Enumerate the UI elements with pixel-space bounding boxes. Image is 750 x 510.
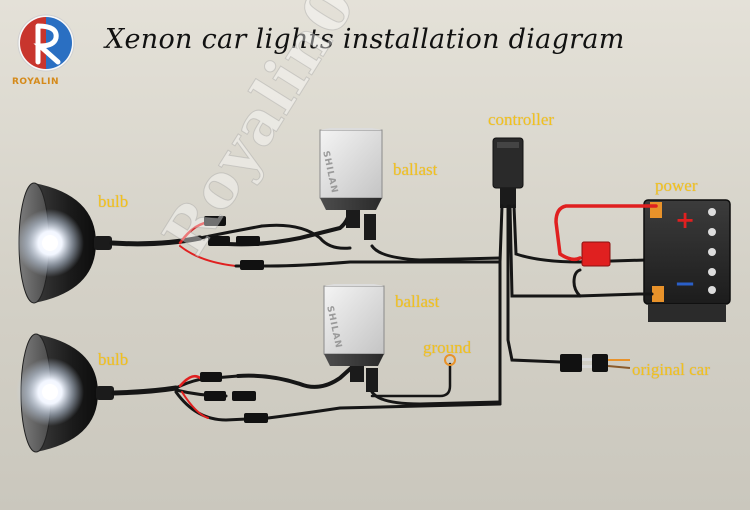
label-original-car: original car xyxy=(632,360,710,379)
wire-top-bulb-red2 xyxy=(179,245,237,267)
label-bulb-top: bulb xyxy=(98,192,129,211)
connector-top-1 xyxy=(204,216,226,226)
connector-bottom-3 xyxy=(232,391,256,401)
wire-bottom-bulb-red xyxy=(178,375,202,388)
wire-bottom-bulb-red2 xyxy=(181,391,209,419)
connector-top-4 xyxy=(240,260,264,270)
ballast-top-base xyxy=(320,198,382,210)
label-ballast-top: ballast xyxy=(393,160,438,179)
wire-top-to-controller xyxy=(234,260,502,268)
wire-bottom-bulb-main xyxy=(111,385,179,396)
wire-controller-battery-pos xyxy=(512,204,648,264)
battery-base xyxy=(648,304,726,322)
battery: + − xyxy=(643,199,731,322)
ballast-bottom-lid xyxy=(324,284,384,286)
ballast-bottom-base xyxy=(324,354,384,366)
wire-controller-battery-neg xyxy=(508,204,642,298)
h4-plug xyxy=(560,354,582,372)
label-controller: controller xyxy=(488,110,555,129)
original-car-connector xyxy=(560,354,631,372)
controller-neck xyxy=(500,188,516,208)
headlamp-bottom xyxy=(16,333,114,453)
ballast-top-lid xyxy=(320,128,382,130)
controller-relay xyxy=(492,137,524,208)
battery-cell-5 xyxy=(708,286,716,294)
wire-bottom-ballast-feed xyxy=(236,358,362,389)
h4-socket xyxy=(592,354,608,372)
ballast-bottom-cable xyxy=(366,368,378,392)
connector-bottom-4 xyxy=(244,413,268,423)
ballast-top xyxy=(319,128,383,240)
wire-top-to-ballast xyxy=(260,223,352,250)
battery-negative-sign: − xyxy=(674,269,696,299)
ground-ring xyxy=(444,354,456,366)
wire-battery-negative-loop xyxy=(572,268,582,298)
connector-top-3 xyxy=(236,236,260,246)
ballast-bottom-connector xyxy=(350,366,364,382)
power-lead xyxy=(554,204,658,298)
bulb-bottom-core xyxy=(42,384,58,400)
ballast-bottom xyxy=(323,284,385,392)
wire-top-bulb-main xyxy=(109,235,203,247)
h4-pin-2 xyxy=(582,365,592,368)
battery-cell-4 xyxy=(708,268,716,276)
original-wire-2 xyxy=(607,365,631,369)
ground-terminal xyxy=(444,354,456,366)
ballast-top-cable xyxy=(364,214,376,240)
battery-cell-3 xyxy=(708,248,716,256)
brand-name: ROYALIN xyxy=(12,77,59,87)
page-title: Xenon car lights installation diagram xyxy=(105,24,625,55)
wire-battery-positive xyxy=(554,204,658,262)
h4-pin-1 xyxy=(582,358,592,361)
battery-cell-2 xyxy=(708,228,716,236)
royalin-logo xyxy=(17,14,75,72)
battery-cell-1 xyxy=(708,208,716,216)
connector-bottom-2 xyxy=(204,391,226,401)
label-bulb-bottom: bulb xyxy=(98,350,129,369)
wire-controller-ballasts xyxy=(498,204,504,406)
wire-controller-original xyxy=(506,204,562,364)
bulb-top-core xyxy=(42,235,58,251)
wire-ballast-top-controller xyxy=(370,244,502,262)
logo-r-glyph xyxy=(33,23,61,65)
wire-bottom-to-controller xyxy=(266,402,502,420)
label-ballast-bottom: ballast xyxy=(395,292,440,311)
bulb-connectors xyxy=(200,216,268,423)
connector-top-2 xyxy=(208,236,230,246)
wire-ground xyxy=(370,362,452,398)
label-ground: ground xyxy=(423,338,472,357)
bulb-bottom-socket xyxy=(96,386,114,400)
wire-ballast-bottom-controller xyxy=(370,390,502,406)
fuse-holder xyxy=(581,241,611,267)
controller-cap xyxy=(497,142,519,148)
battery-positive-sign: + xyxy=(675,206,695,234)
ballast-top-connector xyxy=(346,210,360,228)
controller-wires xyxy=(370,204,648,406)
connector-bottom-1 xyxy=(200,372,222,382)
label-power: power xyxy=(655,176,698,195)
headlamp-top xyxy=(16,182,112,304)
battery-terminal-negative xyxy=(652,286,664,302)
bulb-top-socket xyxy=(94,236,112,250)
